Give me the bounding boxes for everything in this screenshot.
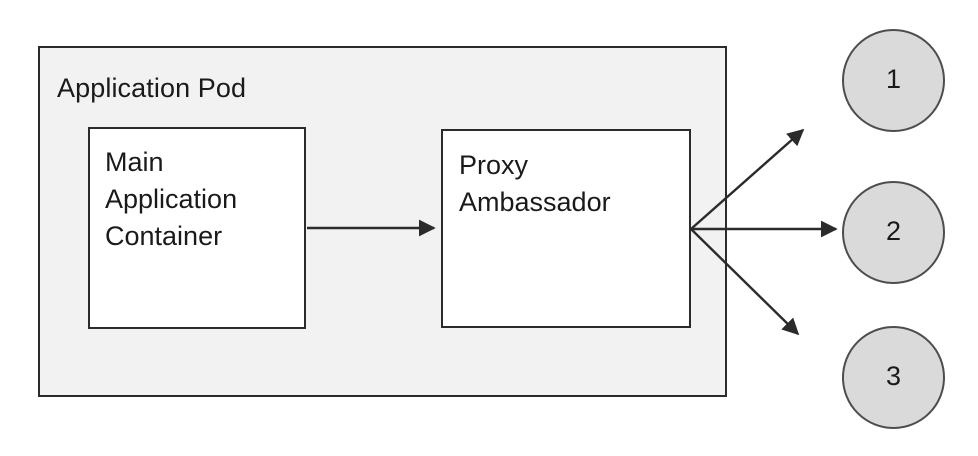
node-circle-1: 1 xyxy=(842,29,945,132)
main-application-container-label: Main Application Container xyxy=(105,147,238,251)
proxy-ambassador-box xyxy=(441,129,691,328)
node-circle-1-label: 1 xyxy=(885,64,902,94)
main-application-container-box xyxy=(88,127,306,329)
node-circle-2: 2 xyxy=(842,181,945,284)
application-pod-label: Application Pod xyxy=(57,73,247,103)
node-circle-3-label: 3 xyxy=(885,361,902,391)
node-circle-2-label: 2 xyxy=(885,216,902,246)
proxy-ambassador-label: Proxy Ambassador xyxy=(459,150,611,217)
node-circle-3: 3 xyxy=(842,326,945,429)
